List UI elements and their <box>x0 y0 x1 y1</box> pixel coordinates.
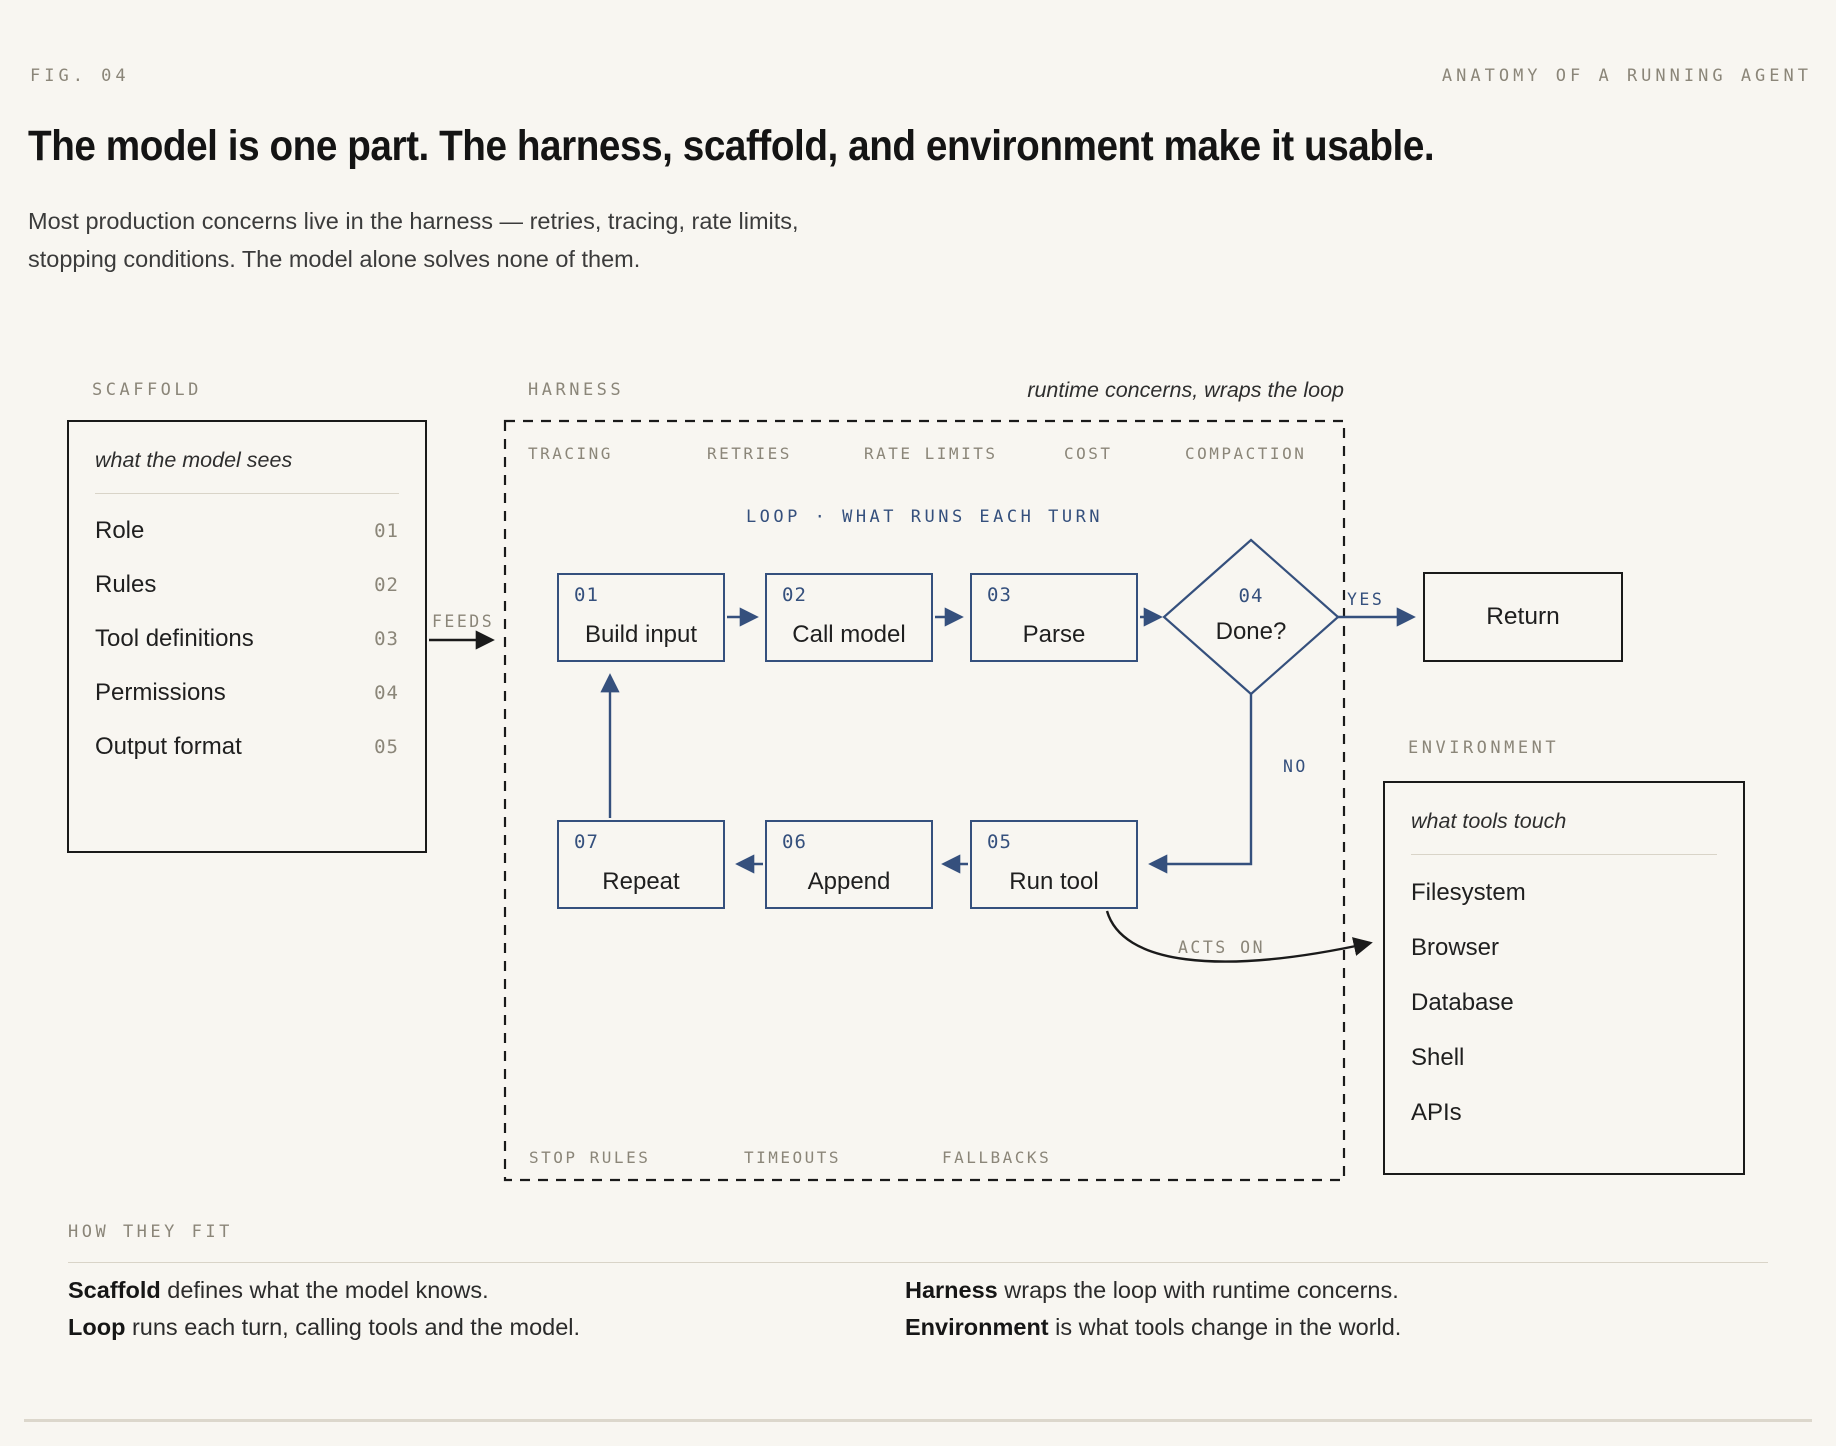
environment-item: APIs <box>1411 1098 1462 1126</box>
flow-node-label: Parse <box>1022 621 1086 648</box>
environment-item: Filesystem <box>1411 878 1526 906</box>
harness-concern-stop-rules: STOP RULES <box>529 1148 651 1167</box>
figure-number: FIG. 04 <box>30 66 130 86</box>
scaffold-item: Rules 02 <box>95 558 399 612</box>
scaffold-item-label: Rules <box>95 571 157 598</box>
footer-desc: is what tools change in the world. <box>1048 1314 1402 1340</box>
footer-term: Harness <box>905 1277 998 1303</box>
harness-concern-rate-limits: RATE LIMITS <box>864 444 998 463</box>
environment-panel: what tools touch Filesystem Browser Data… <box>1383 781 1745 1175</box>
flow-node-label: Call model <box>792 621 906 648</box>
page-title: The model is one part. The harness, scaf… <box>28 122 1435 170</box>
scaffold-item-num: 04 <box>374 682 399 704</box>
footer-line: Loop runs each turn, calling tools and t… <box>68 1309 580 1346</box>
flow-node-num: 05 <box>987 831 1012 853</box>
footer-column-left: Scaffold defines what the model knows. L… <box>68 1272 580 1346</box>
figure-tag: ANATOMY OF A RUNNING AGENT <box>1441 66 1812 86</box>
footer-line: Scaffold defines what the model knows. <box>68 1272 580 1309</box>
harness-concern-compaction: COMPACTION <box>1185 444 1307 463</box>
harness-concern-tracing: TRACING <box>528 444 613 463</box>
footer-rule <box>24 1419 1812 1422</box>
environment-item: Browser <box>1411 933 1500 961</box>
scaffold-item: Role 01 <box>95 504 399 558</box>
no-label: NO <box>1283 757 1308 776</box>
flow-node-label: Run tool <box>1009 868 1099 895</box>
flow-node-label: Append <box>807 868 891 895</box>
footer-column-right: Harness wraps the loop with runtime conc… <box>905 1272 1401 1346</box>
yes-label: YES <box>1347 590 1385 609</box>
footer-desc: defines what the model knows. <box>160 1277 489 1303</box>
scaffold-item-num: 03 <box>374 628 399 650</box>
footer-term: Environment <box>905 1314 1049 1340</box>
feeds-label: FEEDS <box>432 612 495 631</box>
harness-concern-fallbacks: FALLBACKS <box>942 1148 1052 1167</box>
decision-num: 04 <box>1238 585 1264 607</box>
environment-divider <box>1411 854 1717 855</box>
scaffold-item-num: 02 <box>374 574 399 596</box>
scaffold-caption: what the model sees <box>95 448 293 472</box>
arrow-no-to-run-tool <box>1148 694 1253 874</box>
footer-line: Harness wraps the loop with runtime conc… <box>905 1272 1401 1309</box>
footer-heading: HOW THEY FIT <box>68 1222 233 1242</box>
scaffold-panel: what the model sees Role 01 Rules 02 Too… <box>67 420 427 853</box>
footer-term: Loop <box>68 1314 126 1340</box>
footer-line: Environment is what tools change in the … <box>905 1309 1401 1346</box>
harness-concern-retries: RETRIES <box>707 444 792 463</box>
environment-item: Shell <box>1411 1043 1465 1071</box>
footer-desc: runs each turn, calling tools and the mo… <box>125 1314 581 1340</box>
scaffold-item: Tool definitions 03 <box>95 612 399 666</box>
scaffold-list: Role 01 Rules 02 Tool definitions 03 Per… <box>95 504 399 774</box>
flow-node-num: 07 <box>574 831 599 853</box>
acts-on-label: ACTS ON <box>1178 938 1266 957</box>
flow-node-num: 03 <box>987 584 1012 606</box>
footer-heading-divider <box>68 1262 1768 1263</box>
page-subtitle: Most production concerns live in the har… <box>28 202 799 278</box>
environment-caption: what tools touch <box>1411 809 1567 833</box>
scaffold-item-label: Output format <box>95 733 242 760</box>
scaffold-item: Permissions 04 <box>95 666 399 720</box>
footer-desc: wraps the loop with runtime concerns. <box>997 1277 1399 1303</box>
harness-section-label: HARNESS <box>528 380 625 400</box>
flow-node-append: 06 Append <box>765 820 933 909</box>
environment-section-label: ENVIRONMENT <box>1408 738 1560 758</box>
environment-item: Database <box>1411 988 1514 1016</box>
scaffold-item-label: Role <box>95 517 145 544</box>
flow-node-parse: 03 Parse <box>970 573 1138 662</box>
footer-term: Scaffold <box>68 1277 161 1303</box>
harness-note: runtime concerns, wraps the loop <box>1027 378 1344 402</box>
subtitle-line-1: Most production concerns live in the har… <box>28 208 799 234</box>
flow-node-repeat: 07 Repeat <box>557 820 725 909</box>
flow-node-label: Repeat <box>602 868 680 895</box>
flow-node-call-model: 02 Call model <box>765 573 933 662</box>
scaffold-divider <box>95 493 399 494</box>
harness-concern-timeouts: TIMEOUTS <box>744 1148 842 1167</box>
flow-node-num: 02 <box>782 584 807 606</box>
harness-dashed-border <box>503 419 1346 1182</box>
scaffold-item: Output format 05 <box>95 720 399 774</box>
decision-diamond <box>1162 538 1340 696</box>
flow-node-build-input: 01 Build input <box>557 573 725 662</box>
scaffold-item-label: Tool definitions <box>95 625 254 652</box>
subtitle-line-2: stopping conditions. The model alone sol… <box>28 246 641 272</box>
decision-label: Done? <box>1215 618 1287 645</box>
scaffold-item-num: 05 <box>374 736 399 758</box>
flow-node-num: 01 <box>574 584 599 606</box>
scaffold-item-num: 01 <box>374 520 399 542</box>
harness-concern-cost: COST <box>1064 444 1113 463</box>
flow-node-label: Build input <box>584 621 698 648</box>
loop-heading: LOOP · WHAT RUNS EACH TURN <box>745 507 1104 527</box>
environment-list: Filesystem Browser Database Shell APIs <box>1411 865 1717 1140</box>
flow-node-num: 06 <box>782 831 807 853</box>
return-box: Return <box>1423 572 1623 662</box>
flow-node-run-tool: 05 Run tool <box>970 820 1138 909</box>
scaffold-section-label: SCAFFOLD <box>92 380 202 400</box>
scaffold-item-label: Permissions <box>95 679 226 706</box>
